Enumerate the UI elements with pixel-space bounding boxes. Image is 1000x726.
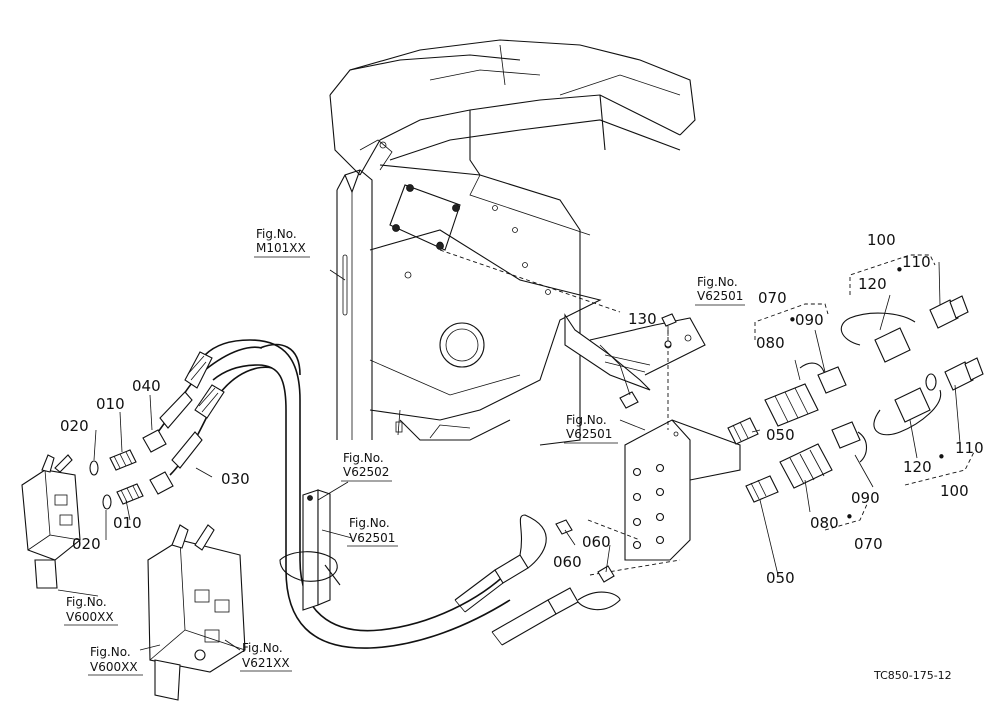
callout-070-lower: 070	[854, 535, 883, 553]
fig-ref-v600xx-bottom: V600XX	[90, 660, 138, 674]
fig-label-v621xx: Fig.No.	[242, 641, 283, 655]
bracket-070-lower	[824, 501, 869, 531]
fig-label-v62501-top: Fig.No.	[697, 275, 738, 289]
callout-090-upper: 090	[795, 311, 824, 329]
callout-010-lower: 010	[113, 514, 142, 532]
callout-050-lower: 050	[766, 569, 795, 587]
fig-label-v600xx-left: Fig.No.	[66, 595, 107, 609]
fig-label-m101xx: Fig.No.	[256, 227, 297, 241]
callout-050-upper: 050	[766, 426, 795, 444]
callout-080-lower: 080	[810, 514, 839, 532]
callout-110-upper: 110	[902, 253, 931, 271]
callout-070-upper: 070	[758, 289, 787, 307]
upper-bracket	[564, 313, 706, 409]
fig-ref-v62501-top: V62501	[697, 289, 743, 303]
callout-060-left: 060	[553, 553, 582, 571]
hose-end-upper	[454, 514, 547, 613]
hose-clamp-bracket	[279, 489, 341, 611]
bolt-130	[661, 313, 677, 348]
callout-100-lower: 100	[940, 482, 969, 500]
callout-numbers: 040 010 020 030 010 020 130 070 080 090 …	[60, 231, 984, 587]
callout-dot-100-upper: •	[895, 261, 904, 279]
fig-label-v62501-mid: Fig.No.	[566, 413, 607, 427]
fig-ref-v600xx-left: V600XX	[66, 610, 114, 624]
hydraulic-hoses	[157, 339, 511, 649]
control-valve-right	[147, 524, 246, 701]
callout-dot-070-lower: •	[845, 508, 854, 526]
hose-end-lower	[491, 587, 621, 646]
callout-110-lower: 110	[955, 439, 984, 457]
callout-080-upper: 080	[756, 334, 785, 352]
fig-ref-v62502: V62502	[343, 465, 389, 479]
drawing-code: TC850-175-12	[873, 669, 952, 682]
callout-060-right: 060	[582, 533, 611, 551]
dust-cap-090	[799, 362, 868, 463]
fig-ref-v621xx: V621XX	[242, 656, 290, 670]
lower-bracket	[624, 419, 741, 561]
callout-040: 040	[132, 377, 161, 395]
fig-label-v600xx-bottom: Fig.No.	[90, 645, 131, 659]
callout-100-upper: 100	[867, 231, 896, 249]
callout-020-upper: 020	[60, 417, 89, 435]
callout-120-upper: 120	[858, 275, 887, 293]
callout-020-lower: 020	[72, 535, 101, 553]
fig-label-v62501-low: Fig.No.	[349, 516, 390, 530]
fig-label-v62502: Fig.No.	[343, 451, 384, 465]
nuts-060	[555, 519, 615, 583]
coupler-080	[764, 383, 833, 489]
figure-references: Fig.No. M101XX Fig.No. V62501 Fig.No. V6…	[64, 227, 745, 676]
control-valve-left	[21, 454, 81, 589]
left-fittings	[89, 429, 174, 510]
fig-ref-v62501-low: V62501	[349, 531, 395, 545]
callout-130: 130	[628, 310, 657, 328]
callout-dot-070-upper: •	[788, 311, 797, 329]
tractor-frame-structure	[329, 39, 696, 446]
bracket-100-upper	[849, 254, 936, 295]
bracket-070-upper	[754, 303, 829, 340]
callout-120-lower: 120	[903, 458, 932, 476]
coupler-110	[929, 295, 984, 391]
dashed-assembly-line-upper	[439, 249, 621, 313]
plug-120	[840, 312, 942, 436]
adapter-050	[727, 417, 779, 503]
leader-lines	[57, 261, 961, 651]
vertical-post	[336, 139, 393, 440]
fig-ref-m101xx: M101XX	[256, 241, 306, 255]
callout-dot-100-lower: •	[937, 448, 946, 466]
callout-030: 030	[221, 470, 250, 488]
callout-090-lower: 090	[851, 489, 880, 507]
callout-010-upper: 010	[96, 395, 125, 413]
fig-ref-v62501-mid: V62501	[566, 427, 612, 441]
